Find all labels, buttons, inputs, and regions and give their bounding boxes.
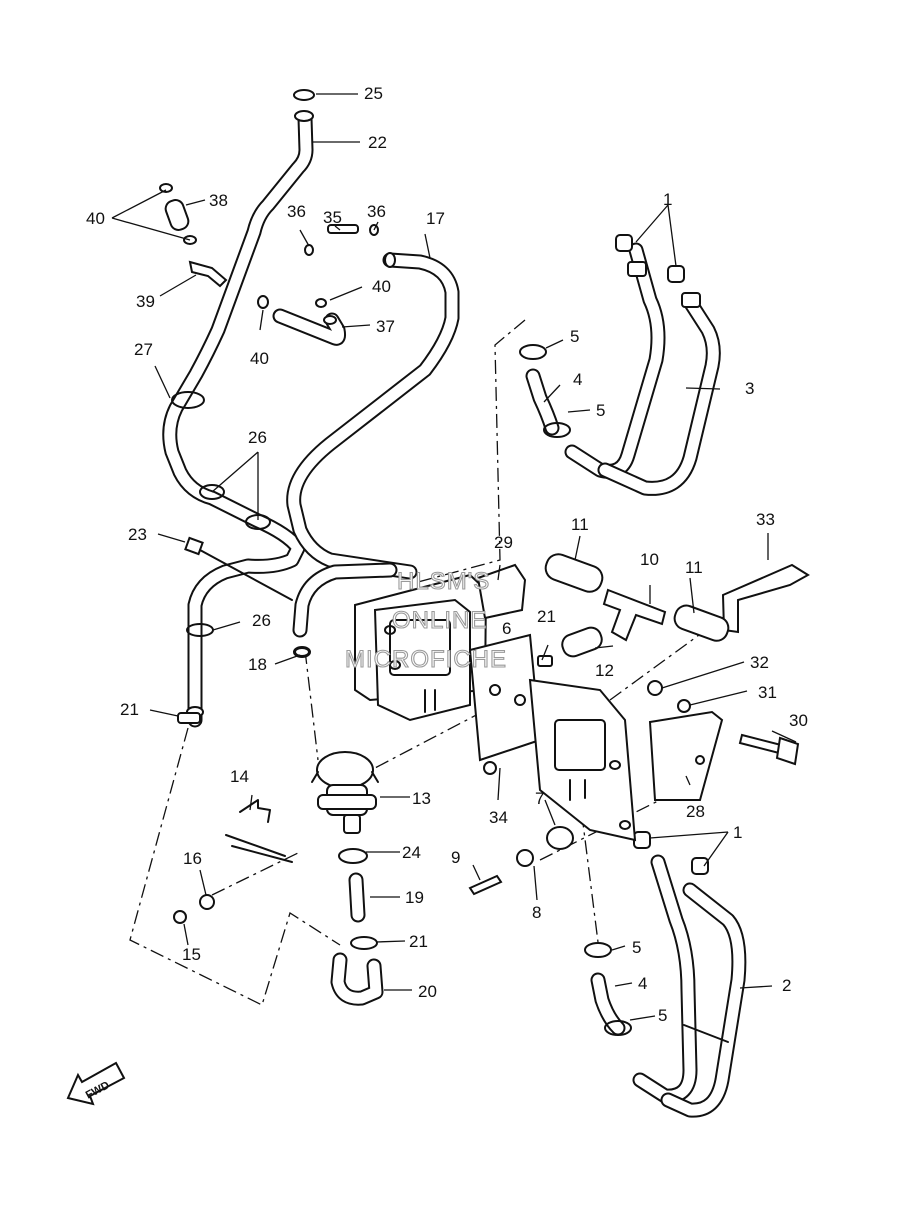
callout-5-d: 5 bbox=[658, 1006, 667, 1025]
callout-24: 24 bbox=[402, 843, 421, 862]
pipe-assembly-3 bbox=[564, 234, 721, 496]
callout-labels: 1 1 2 3 4 4 5 5 5 5 6 7 8 9 10 11 11 12 … bbox=[86, 84, 808, 1025]
callout-21-c: 21 bbox=[409, 932, 428, 951]
callout-9: 9 bbox=[451, 848, 460, 867]
callout-5-b: 5 bbox=[596, 401, 605, 420]
callout-40-b: 40 bbox=[372, 277, 391, 296]
callout-40-a: 40 bbox=[86, 209, 105, 228]
callout-4-lower: 4 bbox=[638, 974, 647, 993]
hose-4-lower bbox=[584, 942, 632, 1036]
callout-11-a: 11 bbox=[571, 515, 589, 534]
callout-1-upper: 1 bbox=[663, 190, 672, 209]
callout-30: 30 bbox=[789, 711, 808, 730]
callout-40-c: 40 bbox=[250, 349, 269, 368]
callout-6: 6 bbox=[502, 619, 511, 638]
lower-left-parts bbox=[173, 647, 384, 1006]
leader-lines bbox=[111, 93, 797, 1021]
callout-36-b: 36 bbox=[367, 202, 386, 221]
callout-20: 20 bbox=[418, 982, 437, 1001]
callout-8: 8 bbox=[532, 903, 541, 922]
callout-1-lower: 1 bbox=[733, 823, 742, 842]
callout-28: 28 bbox=[686, 802, 705, 821]
callout-32: 32 bbox=[750, 653, 769, 672]
callout-29: 29 bbox=[494, 533, 513, 552]
callout-16: 16 bbox=[183, 849, 202, 868]
callout-15: 15 bbox=[182, 945, 201, 964]
callout-10: 10 bbox=[640, 550, 659, 569]
callout-35: 35 bbox=[323, 208, 342, 227]
callout-25: 25 bbox=[364, 84, 383, 103]
small-parts-top-left bbox=[159, 89, 379, 724]
lower-center-parts bbox=[468, 826, 574, 896]
callout-21-b: 21 bbox=[120, 700, 139, 719]
fwd-arrow-icon: FWD bbox=[66, 1061, 126, 1106]
pipe-assembly-2 bbox=[632, 831, 747, 1118]
callout-36-a: 36 bbox=[287, 202, 306, 221]
hose-17 bbox=[286, 252, 460, 580]
callout-5-a: 5 bbox=[570, 327, 579, 346]
callout-13: 13 bbox=[412, 789, 431, 808]
watermark-line-2: ONLINE bbox=[392, 607, 487, 634]
callout-31: 31 bbox=[758, 683, 777, 702]
callout-5-c: 5 bbox=[632, 938, 641, 957]
callout-21-a: 21 bbox=[537, 607, 556, 626]
watermark-line-3: MICROFICHE bbox=[345, 646, 507, 673]
callout-38: 38 bbox=[209, 191, 228, 210]
callout-39: 39 bbox=[136, 292, 155, 311]
valve-assembly bbox=[354, 563, 810, 842]
callout-26-a: 26 bbox=[248, 428, 267, 447]
callout-27: 27 bbox=[134, 340, 153, 359]
callout-34: 34 bbox=[489, 808, 508, 827]
tubes-10-11-12 bbox=[544, 553, 730, 658]
hose-4-upper bbox=[519, 344, 571, 438]
callout-17: 17 bbox=[426, 209, 445, 228]
bolts-and-washers bbox=[483, 680, 800, 775]
callout-3: 3 bbox=[745, 379, 754, 398]
callout-18: 18 bbox=[248, 655, 267, 674]
callout-22: 22 bbox=[368, 133, 387, 152]
callout-4-upper: 4 bbox=[573, 370, 582, 389]
callout-11-b: 11 bbox=[685, 558, 703, 577]
callout-7: 7 bbox=[535, 789, 544, 808]
callout-23: 23 bbox=[128, 525, 147, 544]
callout-37: 37 bbox=[376, 317, 395, 336]
callout-14: 14 bbox=[230, 767, 249, 786]
callout-19: 19 bbox=[405, 888, 424, 907]
hose-37 bbox=[272, 308, 347, 346]
watermark: HLSM'S ONLINE MICROFICHE bbox=[344, 567, 507, 673]
callout-26-b: 26 bbox=[252, 611, 271, 630]
callout-12: 12 bbox=[595, 661, 614, 680]
valve-13 bbox=[311, 751, 379, 834]
watermark-line-1: HLSM'S bbox=[397, 568, 490, 595]
callout-2: 2 bbox=[782, 976, 791, 995]
callout-33: 33 bbox=[756, 510, 775, 529]
